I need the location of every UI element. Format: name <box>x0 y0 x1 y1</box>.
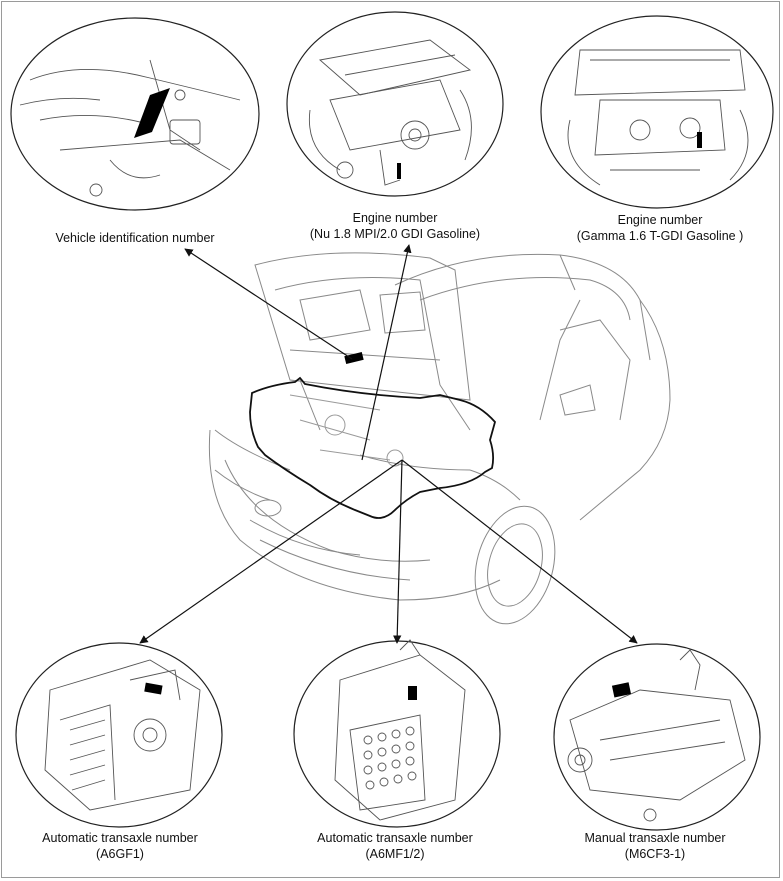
trans-a6mf-detail-circle <box>293 639 501 828</box>
trans-a6gf1-label: Automatic transaxle number (A6GF1) <box>20 830 220 862</box>
trans-a6gf1-label-line1: Automatic transaxle number <box>42 831 198 845</box>
engine-gamma-detail-circle <box>540 15 774 209</box>
engine-bay-outline <box>249 376 496 519</box>
trans-m6cf3-leader-line <box>401 459 638 644</box>
vin-leader-line <box>184 248 353 360</box>
trans-a6gf1-label-line2: (A6GF1) <box>96 847 144 861</box>
engine-nu-detail-circle <box>286 11 504 197</box>
engine-nu-marker <box>397 163 401 179</box>
engine-nu-label: Engine number (Nu 1.8 MPI/2.0 GDI Gasoli… <box>285 210 505 242</box>
engine-gamma-label-line2: (Gamma 1.6 T-GDI Gasoline ) <box>576 229 744 243</box>
vin-label: Vehicle identification number <box>20 230 250 246</box>
vin-car-marker <box>344 351 364 365</box>
trans-m6cf3-detail-circle <box>553 643 761 831</box>
trans-m6cf3-label-line2: (M6CF3-1) <box>624 847 686 861</box>
engine-nu-label-line1: Engine number <box>352 211 438 225</box>
vin-detail-circle <box>10 17 260 211</box>
trans-a6gf1-detail-circle <box>15 642 223 828</box>
trans-m6cf3-label-line1: Manual transaxle number <box>584 831 726 845</box>
trans-a6mf-label-line1: Automatic transaxle number <box>317 831 473 845</box>
trans-a6mf-marker <box>408 686 417 700</box>
trans-m6cf3-label: Manual transaxle number (M6CF3-1) <box>555 830 755 862</box>
engine-nu-label-line2: (Nu 1.8 MPI/2.0 GDI Gasoline) <box>309 227 481 241</box>
engine-gamma-label: Engine number (Gamma 1.6 T-GDI Gasoline … <box>555 212 765 244</box>
vin-label-line1: Vehicle identification number <box>55 231 215 245</box>
engine-leader-line <box>361 244 412 461</box>
trans-a6gf1-leader-line <box>139 459 403 644</box>
vin-plate-marker <box>134 88 170 138</box>
leader-lines <box>139 244 638 644</box>
engine-gamma-marker <box>697 132 702 148</box>
engine-gamma-label-line1: Engine number <box>617 213 703 227</box>
trans-a6mf-label-line2: (A6MF1/2) <box>365 847 425 861</box>
trans-a6gf1-marker <box>144 682 163 695</box>
trans-a6mf-label: Automatic transaxle number (A6MF1/2) <box>295 830 495 862</box>
trans-a6mf-leader-line <box>393 459 403 644</box>
trans-m6cf3-marker <box>611 682 632 698</box>
